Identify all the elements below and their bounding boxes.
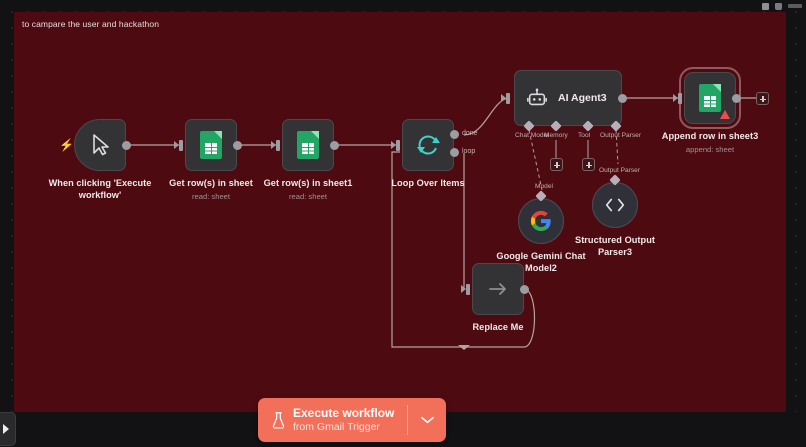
node-append-row-in-sheet3[interactable]: Append row in sheet3 append: sheet bbox=[662, 67, 758, 154]
chevron-right-icon bbox=[3, 424, 9, 434]
execute-workflow-text: Execute workflow from Gmail Trigger bbox=[293, 406, 395, 433]
add-next-node-button[interactable] bbox=[756, 92, 769, 105]
agent-output-parser-label: Output Parser bbox=[600, 132, 642, 139]
replace-output-port[interactable] bbox=[520, 285, 529, 294]
memory-stub-line bbox=[555, 140, 589, 158]
connection-edges bbox=[126, 97, 756, 350]
agent-input-port[interactable] bbox=[501, 93, 510, 104]
edge-arrow-icon bbox=[458, 345, 470, 350]
google-sheets-icon bbox=[699, 84, 721, 112]
tray-square-icon[interactable] bbox=[762, 2, 769, 10]
warning-icon bbox=[720, 110, 730, 119]
node-google-gemini-chat-model2[interactable]: Google Gemini Chat Model2 bbox=[496, 198, 586, 273]
node-title: Replace Me bbox=[472, 322, 524, 332]
node-title: Loop Over Items bbox=[391, 178, 465, 188]
execute-workflow-button[interactable]: Execute workflow from Gmail Trigger bbox=[258, 398, 446, 442]
code-brackets-icon bbox=[605, 198, 625, 212]
agent-tool-label: Tool bbox=[578, 132, 591, 139]
agent-output-port[interactable] bbox=[618, 94, 627, 103]
google-logo-icon bbox=[530, 210, 551, 232]
loop-loop-label: loop bbox=[462, 148, 476, 155]
loop-input-port[interactable] bbox=[391, 140, 400, 151]
loop-refresh-icon bbox=[417, 135, 440, 155]
robot-icon bbox=[527, 88, 547, 106]
canvas-note: to campare the user and hackathon bbox=[22, 19, 160, 29]
node-ai-agent3[interactable]: AI Agent3 bbox=[514, 70, 622, 126]
parser-output-label: Output Parser bbox=[599, 167, 641, 174]
append-output-port[interactable] bbox=[732, 94, 741, 103]
chevron-down-icon bbox=[420, 416, 434, 424]
node-when-clicking-execute-workflow[interactable]: When clicking 'Execute workflow' bbox=[49, 119, 151, 200]
node-get-rows-in-sheet[interactable]: Get row(s) in sheet read: sheet bbox=[169, 119, 253, 201]
loop-done-port[interactable] bbox=[450, 130, 459, 139]
execute-workflow-main[interactable]: Execute workflow from Gmail Trigger bbox=[258, 406, 407, 433]
node-subtitle: read: sheet bbox=[289, 192, 327, 201]
arrow-right-icon bbox=[489, 283, 506, 295]
trigger-output-port[interactable] bbox=[122, 141, 131, 150]
cursor-icon bbox=[93, 134, 109, 156]
loop-loop-port[interactable] bbox=[450, 148, 459, 157]
gemini-model-label: Model bbox=[535, 183, 553, 190]
sheet1-input-port[interactable] bbox=[174, 140, 183, 151]
node-title: AI Agent3 bbox=[558, 92, 607, 104]
node-get-rows-in-sheet1[interactable]: Get row(s) in sheet1 read: sheet bbox=[264, 119, 352, 201]
node-title: When clicking 'Execute workflow' bbox=[48, 178, 152, 200]
left-drawer-handle[interactable] bbox=[0, 412, 16, 446]
agent-memory-label: Memory bbox=[544, 132, 568, 139]
execute-divider bbox=[407, 405, 408, 435]
node-subtitle: read: sheet bbox=[192, 192, 230, 201]
node-title: Structured Output Parser3 bbox=[575, 235, 655, 257]
append-input-port[interactable] bbox=[673, 93, 682, 104]
flask-icon bbox=[272, 412, 285, 429]
execute-workflow-title: Execute workflow bbox=[293, 406, 395, 421]
execute-workflow-dropdown[interactable] bbox=[408, 415, 446, 425]
loop-done-label: done bbox=[462, 130, 478, 137]
sheet2-input-port[interactable] bbox=[271, 140, 280, 151]
sheet2-output-port[interactable] bbox=[330, 141, 339, 150]
node-loop-over-items[interactable]: Loop Over Items bbox=[391, 119, 465, 188]
node-title: Append row in sheet3 bbox=[661, 131, 759, 141]
node-structured-output-parser3[interactable]: Structured Output Parser3 bbox=[575, 182, 655, 257]
node-title: Get row(s) in sheet1 bbox=[263, 178, 353, 188]
add-tool-button[interactable] bbox=[582, 158, 595, 171]
add-memory-button[interactable] bbox=[550, 158, 563, 171]
node-subtitle: append: sheet bbox=[685, 145, 735, 154]
node-title: Google Gemini Chat Model2 bbox=[496, 251, 586, 273]
execute-workflow-subtitle: from Gmail Trigger bbox=[293, 420, 380, 433]
system-tray bbox=[762, 0, 802, 12]
replace-input-port[interactable] bbox=[461, 284, 470, 295]
tray-battery-icon[interactable] bbox=[775, 2, 782, 10]
node-title: Get row(s) in sheet bbox=[169, 178, 253, 188]
sheet1-output-port[interactable] bbox=[233, 141, 242, 150]
google-sheets-icon bbox=[297, 131, 319, 159]
trigger-bolt-icon: ⚡ bbox=[59, 138, 74, 152]
workflow-canvas[interactable]: to campare the user and hackathon bbox=[14, 12, 786, 412]
tray-clock-icon[interactable] bbox=[788, 4, 802, 8]
google-sheets-icon bbox=[200, 131, 222, 159]
